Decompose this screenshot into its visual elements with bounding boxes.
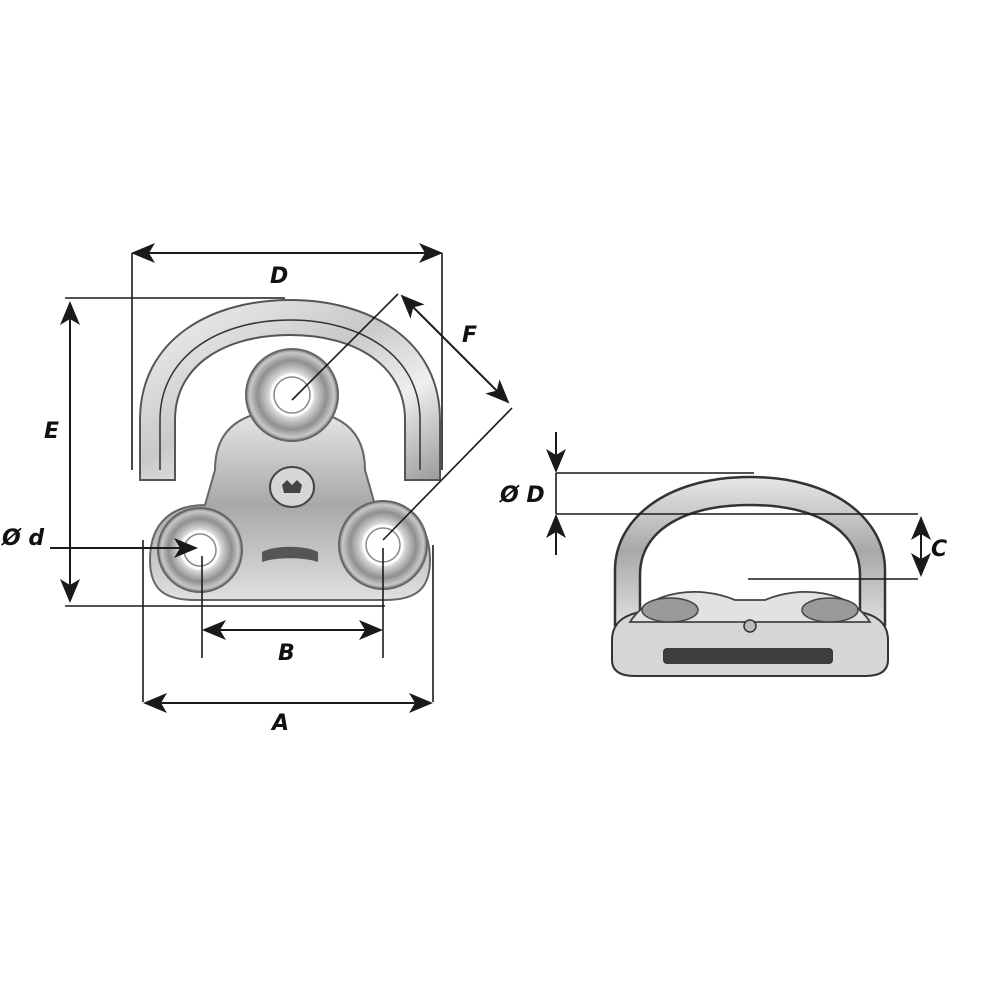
pad-eye-top-view [139, 298, 441, 601]
label-e: E [44, 419, 59, 444]
side-view-dimensions: Ø D C [498, 432, 947, 580]
dimension-f-line [400, 294, 510, 404]
label-b: B [278, 641, 295, 666]
label-c: C [931, 537, 947, 562]
label-f: F [462, 323, 477, 348]
d-ring-top [139, 298, 441, 481]
top-view-dimensions: D E F Ø d B A [0, 243, 513, 736]
pad-eye-side-view [611, 475, 889, 677]
label-d: D [270, 264, 288, 289]
label-hole-diameter: Ø d [0, 526, 44, 551]
label-rod-diameter: Ø D [498, 483, 545, 508]
label-a: A [270, 711, 289, 736]
